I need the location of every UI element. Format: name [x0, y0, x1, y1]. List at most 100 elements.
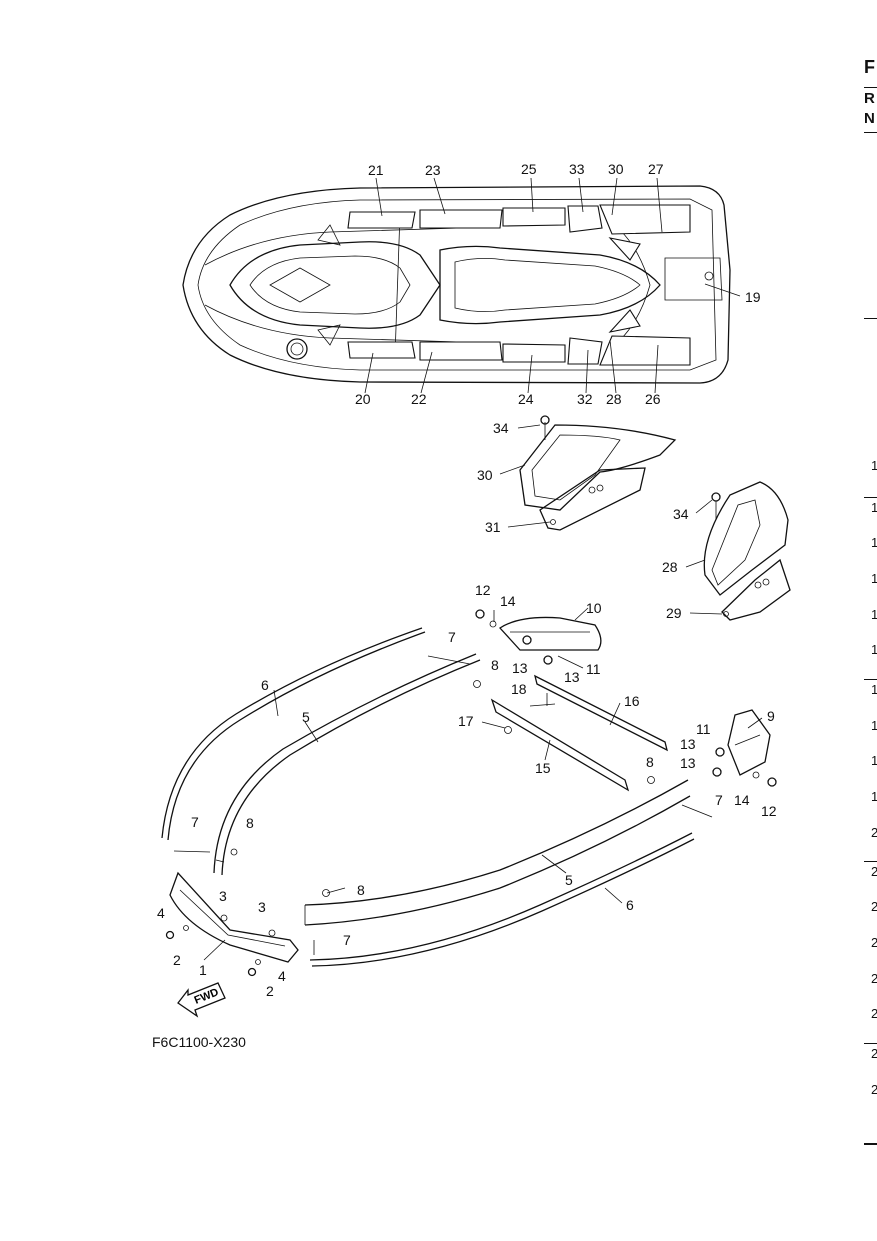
- callout: 1: [199, 962, 207, 978]
- callout: 6: [626, 897, 634, 913]
- edge-rule: [864, 132, 877, 133]
- edge-rule: [864, 1143, 877, 1145]
- callout: 8: [357, 882, 365, 898]
- edge-rule: [864, 87, 877, 88]
- callout: 26: [645, 391, 661, 407]
- callout: 34: [493, 420, 509, 436]
- callout: 7: [191, 814, 199, 830]
- callout: 14: [734, 792, 750, 808]
- callout: 32: [577, 391, 593, 407]
- callout: 14: [500, 593, 516, 609]
- gunwale-strips-right: [304, 779, 695, 967]
- callout: 2: [173, 952, 181, 968]
- edge-rule: [864, 497, 877, 498]
- figure-code: F6C1100-X230: [152, 1034, 246, 1050]
- edge-letter: F: [864, 57, 875, 77]
- callout: 16: [624, 693, 640, 709]
- edge-number: 1: [871, 458, 877, 473]
- callout: 18: [511, 681, 527, 697]
- callout: 13: [680, 736, 696, 752]
- callout: 3: [258, 899, 266, 915]
- callout: 11: [696, 721, 711, 737]
- callout: 19: [745, 289, 761, 305]
- callout: 15: [535, 760, 551, 776]
- edge-rule: [864, 679, 877, 680]
- callout: 8: [646, 754, 654, 770]
- edge-rule: [864, 1043, 877, 1044]
- edge-number: 2: [871, 935, 877, 950]
- callout: 34: [673, 506, 689, 522]
- pad-assembly-left: [519, 415, 677, 531]
- callout: 24: [518, 391, 534, 407]
- edge-number: 1: [871, 718, 877, 733]
- callout: 27: [648, 161, 664, 177]
- edge-number: 1: [871, 571, 877, 586]
- watercraft-top-view: [182, 185, 731, 384]
- fwd-arrow-icon: FWD: [177, 982, 226, 1018]
- edge-number: 2: [871, 825, 877, 840]
- edge-number: 2: [871, 1082, 877, 1097]
- callout: 12: [761, 803, 777, 819]
- edge-number: 1: [871, 500, 877, 515]
- edge-number: 1: [871, 682, 877, 697]
- callout: 13: [564, 669, 580, 685]
- callout: 10: [586, 600, 602, 616]
- callout: 7: [715, 792, 723, 808]
- edge-number: 1: [871, 642, 877, 657]
- callout: 8: [246, 815, 254, 831]
- edge-number: 2: [871, 864, 877, 879]
- fasteners: [165, 609, 777, 977]
- callout: 3: [219, 888, 227, 904]
- leader-lines: [203, 177, 763, 961]
- edge-letter: N: [864, 110, 875, 127]
- callout: 30: [477, 467, 493, 483]
- callout: 21: [368, 162, 384, 178]
- callout: 2: [266, 983, 274, 999]
- callouts: 21 23 25 33 30 27 19 20 22 24 32 28 26 3…: [157, 161, 777, 999]
- edge-number: 1: [871, 753, 877, 768]
- callout: 6: [261, 677, 269, 693]
- edge-number: 1: [871, 535, 877, 550]
- callout: 13: [512, 660, 528, 676]
- pad-assembly-right: [703, 481, 791, 621]
- callout: 8: [491, 657, 499, 673]
- callout: 9: [767, 708, 775, 724]
- callout: 7: [343, 932, 351, 948]
- callout: 29: [666, 605, 682, 621]
- edge-number: 1: [871, 607, 877, 622]
- callout: 5: [302, 709, 310, 725]
- callout: 33: [569, 161, 585, 177]
- callout: 13: [680, 755, 696, 771]
- callout: 4: [157, 905, 165, 921]
- callout: 25: [521, 161, 537, 177]
- front-bumper-1: [169, 871, 299, 963]
- edge-rule: [864, 318, 877, 319]
- callout: 30: [608, 161, 624, 177]
- callout: 11: [586, 661, 601, 677]
- callout: 22: [411, 391, 427, 407]
- callout: 7: [448, 629, 456, 645]
- edge-number: 2: [871, 1006, 877, 1021]
- callout: 5: [565, 872, 573, 888]
- deck-pads: [347, 204, 691, 366]
- callout: 20: [355, 391, 371, 407]
- edge-rule: [864, 861, 877, 862]
- rear-bumper-9: [727, 709, 771, 776]
- callout: 12: [475, 582, 491, 598]
- edge-number: 1: [871, 789, 877, 804]
- callout: 4: [278, 968, 286, 984]
- callout: 17: [458, 713, 474, 729]
- rear-bumper-10: [499, 616, 602, 651]
- callout: 23: [425, 162, 441, 178]
- edge-number: 2: [871, 971, 877, 986]
- callout: 28: [606, 391, 622, 407]
- callout: 31: [485, 519, 501, 535]
- edge-letter: R: [864, 90, 875, 107]
- bracket-rails: [490, 674, 668, 792]
- gunwale-strips-left: [161, 627, 481, 876]
- edge-number: 2: [871, 1046, 877, 1061]
- edge-number: 2: [871, 899, 877, 914]
- fwd-label: FWD: [193, 986, 221, 1007]
- callout: 28: [662, 559, 678, 575]
